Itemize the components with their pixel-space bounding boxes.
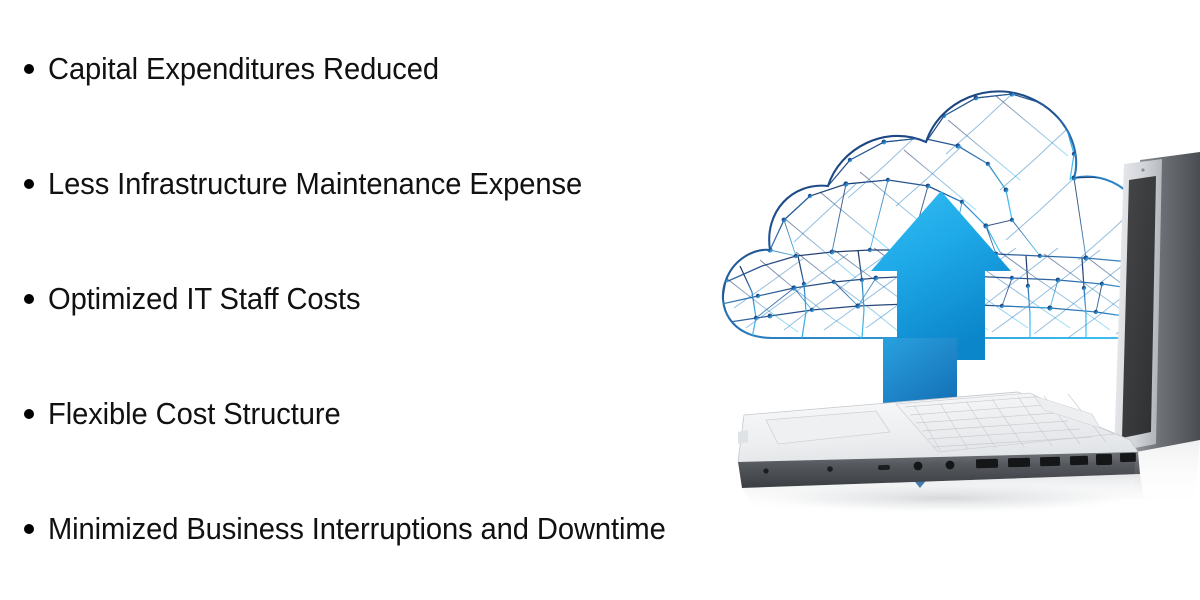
mirror-reflection [742, 474, 1144, 512]
floor-reflection [729, 440, 1200, 514]
cloud-computing-illustration [700, 60, 1200, 560]
indicator-hole-icon [763, 468, 769, 474]
audio-jack-icon [945, 460, 955, 470]
lock-slot-icon [878, 464, 891, 471]
bullet-point-icon [24, 179, 34, 189]
laptop-ports [763, 452, 1137, 474]
laptop-base [737, 391, 1140, 488]
indicator-hole-icon [827, 466, 833, 472]
list-item: Minimized Business Interruptions and Dow… [24, 506, 705, 552]
list-item: Capital Expenditures Reduced [24, 46, 464, 92]
illustration-svg [721, 90, 1200, 514]
bullet-point-icon [24, 294, 34, 304]
laptop-screen [1122, 176, 1156, 438]
bullet-label: Minimized Business Interruptions and Dow… [48, 511, 666, 546]
keyboard-keys [904, 393, 1107, 451]
bullet-label: Capital Expenditures Reduced [48, 51, 440, 86]
list-item: Flexible Cost Structure [24, 391, 359, 437]
list-item: Less Infrastructure Maintenance Expense [24, 161, 616, 207]
laptop-side-latch [738, 430, 748, 444]
bullet-label: Optimized IT Staff Costs [48, 281, 361, 316]
laptop-port-strip [738, 452, 1140, 488]
bullet-point-icon [24, 64, 34, 74]
webcam-icon [1141, 168, 1145, 172]
bullet-label: Less Infrastructure Maintenance Expense [48, 166, 583, 201]
ethernet-port-icon [1095, 453, 1113, 466]
usb-port-icon [1007, 457, 1031, 468]
usb-port-icon [975, 458, 999, 469]
upload-arrow [871, 191, 1011, 360]
displayport-icon [1069, 455, 1089, 466]
usb-port-icon [1119, 452, 1137, 463]
bullet-point-icon [24, 524, 34, 534]
open-laptop [737, 152, 1200, 488]
bullet-label: Flexible Cost Structure [48, 396, 341, 431]
list-item: Optimized IT Staff Costs [24, 276, 380, 322]
hdmi-port-icon [1039, 456, 1061, 467]
audio-jack-icon [913, 461, 923, 471]
bullet-point-icon [24, 409, 34, 419]
laptop-hinge-cover [1033, 395, 1101, 429]
benefits-bullet-list: Capital Expenditures Reduced Less Infras… [24, 46, 705, 552]
laptop-trackpad [765, 410, 891, 445]
lid-reflection [1132, 440, 1200, 512]
laptop-lid [1114, 152, 1200, 452]
